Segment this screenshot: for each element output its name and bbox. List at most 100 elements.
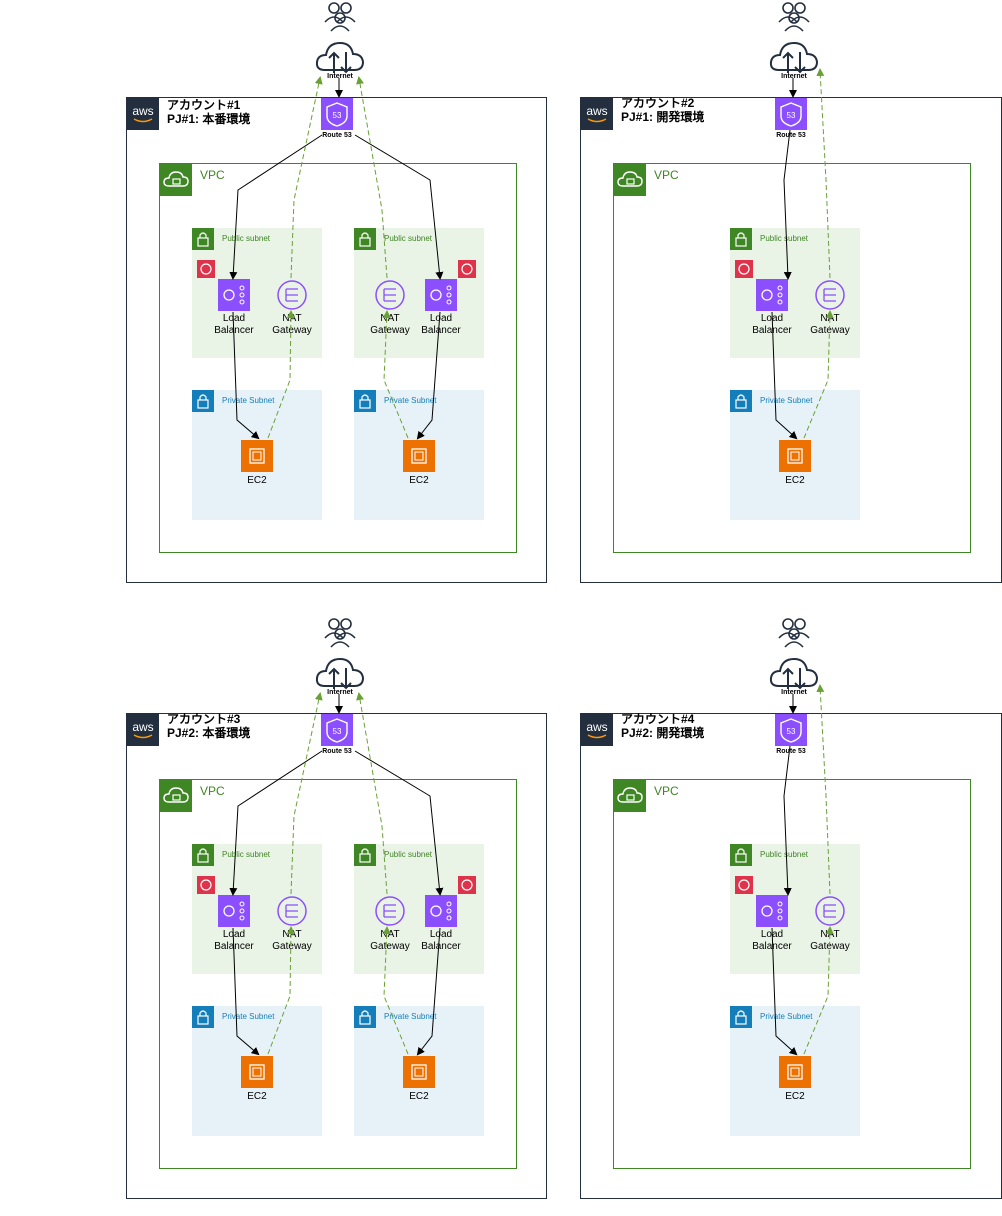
ec2-label: EC2 bbox=[247, 475, 267, 486]
svg-text:aws: aws bbox=[132, 720, 153, 734]
ec2-icon bbox=[403, 440, 435, 472]
route53-icon: 53 bbox=[321, 714, 353, 746]
svg-text:aws: aws bbox=[586, 104, 607, 118]
load-balancer-icon bbox=[756, 895, 788, 927]
public-subnet-label: Public subnet bbox=[760, 234, 809, 243]
internet-cloud-icon bbox=[315, 41, 365, 74]
lock-icon bbox=[192, 228, 214, 250]
internet-label: Internet bbox=[781, 73, 807, 80]
internet-cloud-icon bbox=[315, 657, 365, 690]
load-balancer-icon bbox=[218, 895, 250, 927]
internet-label: Internet bbox=[781, 689, 807, 696]
private-subnet-label: Private Subnet bbox=[222, 396, 275, 405]
project-name: PJ#2: 本番環境 bbox=[167, 726, 251, 740]
svg-text:53: 53 bbox=[333, 111, 342, 120]
svg-text:53: 53 bbox=[333, 727, 342, 736]
users-icon bbox=[324, 2, 356, 32]
public-subnet-label: Public subnet bbox=[760, 850, 809, 859]
panel-account-3: Internet aws アカウント#3 PJ#2: 本番環境 53 Route… bbox=[110, 616, 550, 1216]
private-subnet-label: Private Subnet bbox=[384, 1012, 437, 1021]
nat-gateway-icon bbox=[815, 896, 845, 926]
vpc-cloud-icon bbox=[614, 780, 646, 812]
nat-gateway-icon bbox=[277, 896, 307, 926]
lock-icon bbox=[730, 1006, 752, 1028]
account-name: アカウント#4 bbox=[621, 712, 695, 726]
lock-icon bbox=[354, 844, 376, 866]
waf-icon bbox=[458, 876, 476, 894]
route53-icon: 53 bbox=[775, 714, 807, 746]
nat-gateway-icon bbox=[375, 896, 405, 926]
waf-icon bbox=[197, 876, 215, 894]
route53-icon: 53 bbox=[775, 98, 807, 130]
project-name: PJ#1: 本番環境 bbox=[167, 112, 251, 126]
account-name: アカウント#3 bbox=[167, 712, 241, 726]
internet-cloud-icon bbox=[769, 41, 819, 74]
ec2-label: EC2 bbox=[785, 1091, 805, 1102]
load-balancer-icon bbox=[218, 279, 250, 311]
account-box: aws アカウント#4 PJ#2: 開発環境 53 Route 53 VPC P… bbox=[580, 712, 1002, 1199]
route53-icon: 53 bbox=[321, 98, 353, 130]
ec2-label: EC2 bbox=[409, 1091, 429, 1102]
account-box: aws アカウント#1 PJ#1: 本番環境 53 Route 53 VPC P… bbox=[126, 97, 547, 583]
public-subnet-label: Public subnet bbox=[222, 850, 271, 859]
waf-icon bbox=[735, 260, 753, 278]
aws-logo-icon: aws bbox=[581, 714, 613, 746]
vpc-label: VPC bbox=[654, 784, 679, 798]
users-icon bbox=[778, 618, 810, 648]
project-name: PJ#2: 開発環境 bbox=[621, 726, 705, 740]
private-subnet-a: Private Subnet EC2 bbox=[192, 1006, 322, 1136]
lock-icon bbox=[354, 228, 376, 250]
private-subnet-b: Private Subnet EC2 bbox=[354, 1006, 484, 1136]
aws-logo-icon: aws bbox=[127, 714, 159, 746]
ec2-icon bbox=[779, 440, 811, 472]
account-box: aws アカウント#2 PJ#1: 開発環境 53 Route 53 VPC P… bbox=[580, 96, 1002, 583]
svg-text:53: 53 bbox=[787, 727, 796, 736]
ec2-label: EC2 bbox=[247, 1091, 267, 1102]
account-title: アカウント#3 PJ#2: 本番環境 bbox=[167, 712, 250, 740]
lock-icon bbox=[192, 1006, 214, 1028]
internet-label: Internet bbox=[327, 689, 353, 696]
ec2-icon bbox=[779, 1056, 811, 1088]
lock-icon bbox=[730, 228, 752, 250]
aws-logo-icon: aws bbox=[581, 98, 613, 130]
aws-logo-icon: aws bbox=[127, 98, 159, 130]
lock-icon bbox=[730, 844, 752, 866]
waf-icon bbox=[458, 260, 476, 278]
account-name: アカウント#1 bbox=[167, 98, 241, 112]
svg-text:aws: aws bbox=[586, 720, 607, 734]
lock-icon bbox=[192, 844, 214, 866]
private-subnet-b: Private Subnet EC2 bbox=[354, 390, 484, 520]
ec2-label: EC2 bbox=[409, 475, 429, 486]
nat-gateway-icon bbox=[277, 280, 307, 310]
public-subnet-label: Public subnet bbox=[222, 234, 271, 243]
ec2-icon bbox=[241, 1056, 273, 1088]
ec2-icon bbox=[241, 440, 273, 472]
route53-label: Route 53 bbox=[776, 132, 806, 139]
panel-account-4: Internet aws アカウント#4 PJ#2: 開発環境 53 Route… bbox=[564, 616, 1002, 1216]
private-subnet-label: Private Subnet bbox=[760, 396, 813, 405]
private-subnet-label: Private Subnet bbox=[222, 1012, 275, 1021]
internet-label: Internet bbox=[327, 73, 353, 80]
nat-gateway-icon bbox=[815, 280, 845, 310]
private-subnet-label: Private Subnet bbox=[760, 1012, 813, 1021]
vpc-label: VPC bbox=[200, 168, 225, 182]
ec2-label: EC2 bbox=[785, 475, 805, 486]
account-title: アカウント#4 PJ#2: 開発環境 bbox=[621, 712, 704, 740]
svg-text:aws: aws bbox=[132, 104, 153, 118]
public-subnet-label: Public subnet bbox=[384, 850, 433, 859]
vpc-cloud-icon bbox=[160, 780, 192, 812]
load-balancer-icon bbox=[425, 279, 457, 311]
